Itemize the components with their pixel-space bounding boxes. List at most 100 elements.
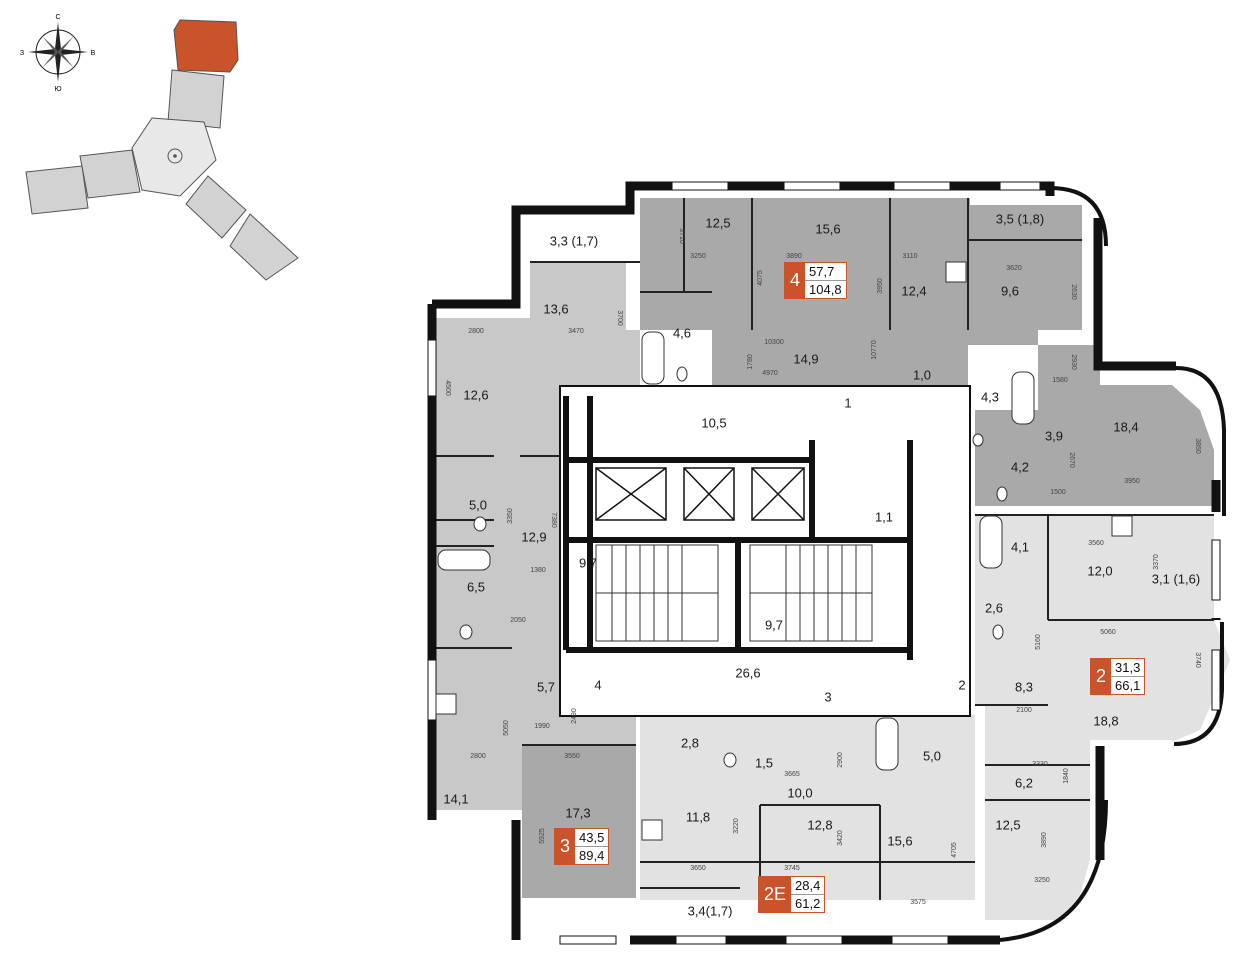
room-label: 3,3 (1,7) xyxy=(550,233,598,248)
dimension: 7380 xyxy=(550,512,557,528)
dimension: 3420 xyxy=(837,830,844,846)
total-area: 66,1 xyxy=(1115,678,1141,693)
room-label: 14,1 xyxy=(443,791,468,806)
apartment-southeast-area xyxy=(985,740,1090,920)
room-label: 1,1 xyxy=(875,509,893,524)
apartment-3-north-area xyxy=(530,262,640,386)
room-label: 4,1 xyxy=(1011,539,1029,554)
apartment-3-badge[interactable]: 3 43,5 89,4 xyxy=(554,828,610,865)
windows xyxy=(427,181,1221,945)
dimension: 3350 xyxy=(507,508,514,524)
core-exit-numbers: 1 2 3 4 xyxy=(594,395,965,704)
exterior-wall-curves xyxy=(999,186,1226,942)
apartment-number: 2Е xyxy=(759,877,792,912)
dimension: 2930 xyxy=(1070,354,1077,370)
elevator-shafts xyxy=(595,467,805,521)
compass-west: З xyxy=(20,50,24,57)
room-label: 9,7 xyxy=(765,617,783,632)
dimension: 10770 xyxy=(871,340,878,360)
core-number: 1 xyxy=(844,395,851,410)
bathtub-icon xyxy=(437,331,1035,771)
room-label: 1,5 xyxy=(755,755,773,770)
key-plan-section xyxy=(79,149,141,199)
apartment-4-area xyxy=(640,198,1082,386)
room-label: 9,7 xyxy=(579,555,597,570)
dimension: 3110 xyxy=(902,253,917,260)
room-label: 26,6 xyxy=(735,665,760,680)
dimension: 3700 xyxy=(616,310,623,326)
dimension: 5160 xyxy=(1035,634,1042,650)
compass-north: С xyxy=(55,14,60,21)
dimension: 3620 xyxy=(1006,265,1022,272)
room-label: 12,0 xyxy=(1087,563,1112,578)
key-plan xyxy=(25,19,299,281)
dimension: 3740 xyxy=(1194,652,1201,668)
dimension: 5925 xyxy=(539,828,546,844)
dimension: 3650 xyxy=(690,865,706,872)
room-label: 12,9 xyxy=(521,529,546,544)
room-label: 15,6 xyxy=(887,833,912,848)
room-label: 1,0 xyxy=(913,367,931,382)
dimension: 3950 xyxy=(877,278,884,294)
living-area: 57,7 xyxy=(805,263,846,281)
room-label: 18,4 xyxy=(1113,419,1138,434)
dimension: 5050 xyxy=(503,720,510,736)
compass-rose-icon: С Ю З В xyxy=(20,14,96,93)
dimension: 10300 xyxy=(764,339,784,346)
dimension: 3470 xyxy=(568,328,584,335)
total-area: 61,2 xyxy=(795,896,821,911)
dimension: 3330 xyxy=(1032,761,1048,768)
living-area: 28,4 xyxy=(791,877,825,895)
dimension: 1840 xyxy=(1063,768,1070,784)
dimension: 1500 xyxy=(1050,489,1066,496)
building-core xyxy=(559,385,971,717)
room-label: 11,8 xyxy=(686,809,710,824)
dimension: 1990 xyxy=(534,723,550,730)
apartment-4-badge[interactable]: 4 57,7 104,8 xyxy=(784,262,847,299)
room-label: 4,2 xyxy=(1011,459,1029,474)
dimension: 3250 xyxy=(690,253,706,260)
dimension: 2900 xyxy=(837,752,844,768)
room-label: 4,3 xyxy=(981,389,999,404)
key-plan-section xyxy=(185,175,247,239)
key-plan-section xyxy=(167,69,225,129)
room-label: 10,0 xyxy=(787,785,812,800)
living-area: 31,3 xyxy=(1111,659,1145,677)
core-number: 4 xyxy=(594,677,601,692)
room-label: 18,8 xyxy=(1093,713,1118,728)
dimension-labels: 3710 3250 3890 4075 3950 3110 3620 2630 … xyxy=(444,228,1201,906)
apartment-number: 2 xyxy=(1091,659,1112,694)
compass-south: Ю xyxy=(54,86,61,93)
room-label: 12,8 xyxy=(807,817,832,832)
apartment-4-east-wing xyxy=(975,345,1214,506)
dimension: 4075 xyxy=(757,270,764,286)
total-area: 104,8 xyxy=(809,282,842,297)
stove-icon xyxy=(435,261,1133,841)
dimension: 2800 xyxy=(468,328,484,335)
apartment-2-badge[interactable]: 2 31,3 66,1 xyxy=(1090,658,1146,695)
apartment-2-area xyxy=(975,515,1230,742)
staircase-left xyxy=(595,544,719,642)
dimension: 3890 xyxy=(1041,832,1048,848)
dimension: 3560 xyxy=(1088,540,1104,547)
room-label: 12,5 xyxy=(705,215,730,230)
room-label: 3,9 xyxy=(1045,428,1063,443)
dimension: 3575 xyxy=(910,899,926,906)
toilet-icon xyxy=(459,366,1008,768)
dimension: 5060 xyxy=(1100,629,1116,636)
staircase-right xyxy=(749,544,873,642)
room-labels: 12,5 15,6 3,5 (1,8) 3,3 (1,7) 12,4 9,6 1… xyxy=(443,211,1200,918)
dimension: 4970 xyxy=(762,370,778,377)
room-label: 6,2 xyxy=(1015,775,1033,790)
core-number: 3 xyxy=(824,689,831,704)
dimension: 2630 xyxy=(1070,284,1077,300)
room-label: 9,6 xyxy=(1001,283,1019,298)
dimension: 1780 xyxy=(747,354,754,370)
dimension: 1380 xyxy=(530,567,546,574)
room-label: 5,0 xyxy=(469,497,487,512)
dimension: 2800 xyxy=(470,753,486,760)
room-label: 12,5 xyxy=(995,817,1020,832)
apartment-2e-badge[interactable]: 2Е 28,4 61,2 xyxy=(758,876,826,913)
dimension: 3370 xyxy=(1153,554,1160,570)
